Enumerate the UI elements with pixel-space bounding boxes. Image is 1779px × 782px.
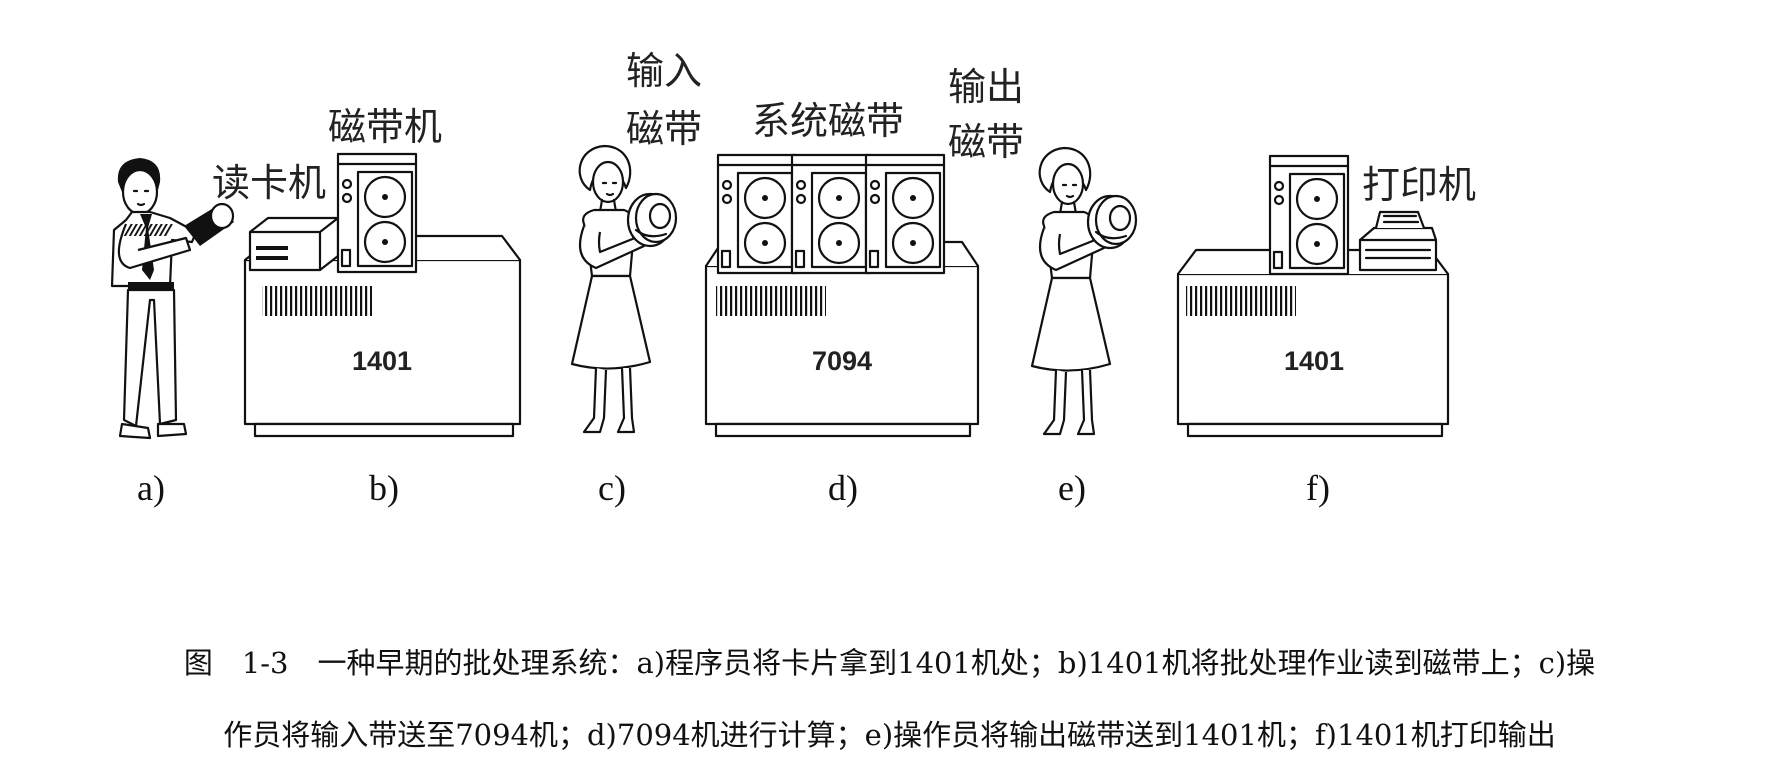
input-tape-label-line2: 磁带 <box>626 107 702 151</box>
system-tape-label: 系统磁带 <box>752 99 904 143</box>
printer-label: 打印机 <box>1362 163 1476 207</box>
tape-drive-label: 磁带机 <box>328 105 442 149</box>
console-number: 1401 <box>1284 346 1344 376</box>
operator-output-tape <box>1030 146 1138 436</box>
system-tape-drive-3 <box>864 153 946 275</box>
operator-input-tape <box>570 144 678 434</box>
card-reader-label: 读卡机 <box>212 161 326 205</box>
panel-label-b: b) <box>369 468 399 508</box>
output-tape-label-line1: 输出 <box>948 65 1024 109</box>
programmer-figure <box>110 158 235 440</box>
card-reader <box>121 216 340 272</box>
figure-caption-line2: 作员将输入带送至7094机；d)7094机进行计算；e)操作员将输出磁带送到14… <box>223 718 1556 752</box>
console-number: 1401 <box>352 346 412 376</box>
console-number: 7094 <box>812 346 872 376</box>
panel-label-a: a) <box>137 468 165 508</box>
printer <box>1358 210 1438 272</box>
panel-label-f: f) <box>1306 468 1330 508</box>
input-tape-label-line1: 输入 <box>626 49 702 93</box>
panel-label-d: d) <box>828 468 858 508</box>
figure-caption-line1: 图 1-3 一种早期的批处理系统：a)程序员将卡片拿到1401机处；b)1401… <box>183 646 1596 680</box>
tape-drive-b <box>336 152 418 274</box>
console-1401-f: 1401 <box>1176 248 1450 438</box>
panel-label-c: c) <box>598 468 626 508</box>
system-tape-drive-1 <box>716 153 798 275</box>
output-tape-label-line2: 磁带 <box>948 120 1024 164</box>
system-tape-drive-2 <box>790 153 872 275</box>
tape-drive-f <box>1268 154 1350 276</box>
panel-label-e: e) <box>1058 468 1086 508</box>
